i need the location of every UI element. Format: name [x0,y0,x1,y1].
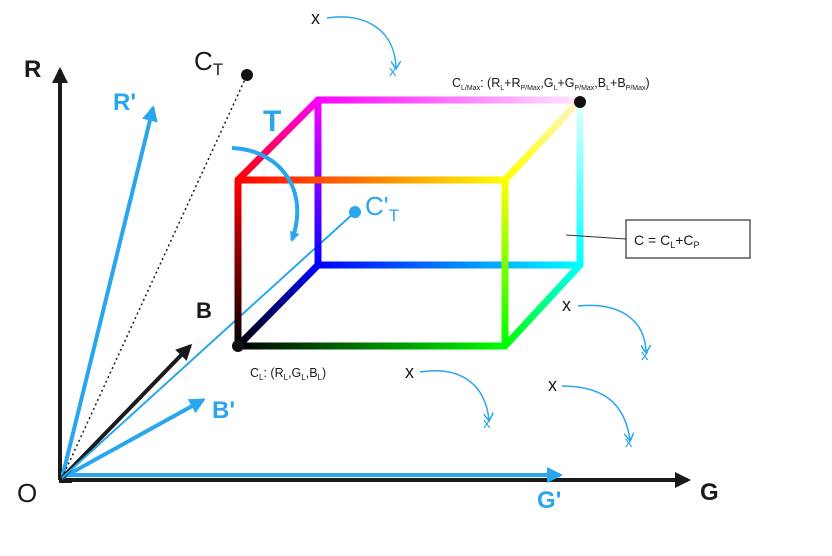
dotted-line-to-ct [61,74,248,479]
axis-b [60,343,193,480]
point-marker-x: x [641,347,649,364]
point-marker-x: x [311,8,320,28]
line-to-ct-prime [61,211,356,479]
callout-leader [565,234,627,240]
callout-text: C = CL+CP [634,232,700,250]
transform-arrow [231,146,300,242]
cube-edge-black-blue [234,261,322,350]
axis-g-prime-label: G' [537,487,561,514]
point-ct [241,69,253,81]
origin-label: O [17,478,37,508]
axis-b-prime-label: B' [212,397,235,424]
point-marker-x: x [625,434,633,451]
curl-arrow-2 [577,304,646,352]
curl-arrow-3 [419,370,489,420]
rgb-cube [234,96,584,350]
point-ct-prime [349,206,361,218]
cl-label: CL: (RL,GL,BL) [250,366,326,382]
cube-edge-green-cyan [501,261,584,350]
point-cmax [574,96,586,108]
origin-corner-mark [59,470,72,483]
axis-b-label: B [196,298,212,323]
axis-b-prime [61,398,206,480]
cmax-label: CL/Max: (RL+RP/Max,GL+GP/Max,BL+BP/Max) [452,76,650,92]
point-marker-x: x [405,362,414,382]
point-marker-x: x [483,415,491,432]
transform-label: T [263,105,281,138]
ct-prime-label: C'T [365,191,399,225]
point-marker-x: x [562,295,571,315]
point-marker-x: x [548,375,557,395]
curl-arrow-4 [561,385,630,440]
cube-edge-red-magenta [234,96,322,184]
callout-box [625,219,751,259]
point-cl [232,340,244,352]
axis-r-prime-label: R' [113,89,136,116]
axis-g-label: G [700,479,719,506]
ct-label: CT [194,46,223,79]
cube-edge-yellow-white [501,96,584,184]
axis-r-prime [60,105,158,479]
axis-r-label: R [24,56,41,83]
curl-arrow-1 [326,16,396,68]
point-marker-x: x [389,63,397,80]
